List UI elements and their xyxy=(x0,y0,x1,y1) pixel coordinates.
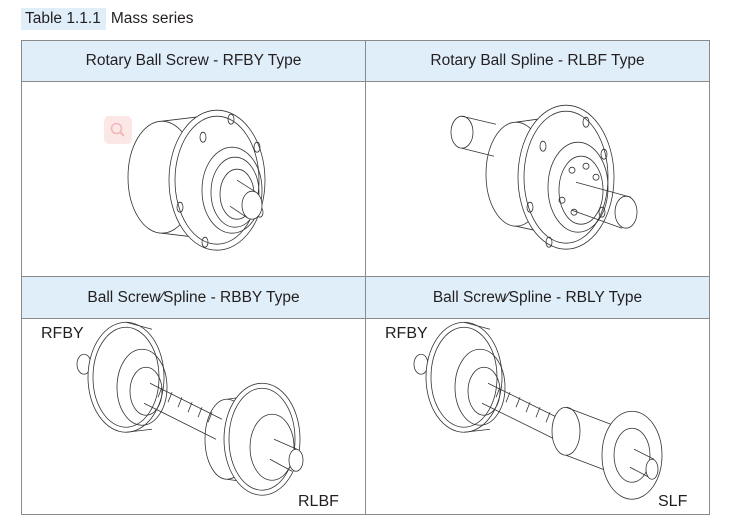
header-rfby: Rotary Ball Screw - RFBY Type xyxy=(21,39,366,83)
rfby-illustration xyxy=(127,109,266,251)
header-row: Rotary Ball Screw - RFBY Type Rotary Bal… xyxy=(21,39,710,83)
header-row: Ball Screw∕Spline - RBBY Type Ball Screw… xyxy=(21,276,710,319)
cell-rlbf xyxy=(365,81,710,278)
label-slf: SLF xyxy=(658,492,688,510)
cell-rbby: RFBY RLBF xyxy=(21,317,366,516)
magnifier-glyph xyxy=(110,122,125,137)
cell-rfby xyxy=(21,81,366,278)
image-row: RFBY RLBF xyxy=(21,317,710,516)
table-caption: Table 1.1.1 Mass series xyxy=(21,8,194,30)
label-rlbf: RLBF xyxy=(298,492,339,510)
mass-series-table: Rotary Ball Screw - RFBY Type Rotary Bal… xyxy=(21,39,710,516)
image-row xyxy=(21,81,710,278)
header-rbby: Ball Screw∕Spline - RBBY Type xyxy=(21,276,366,319)
header-rbly: Ball Screw∕Spline - RBLY Type xyxy=(365,276,710,319)
cell-rbly: RFBY SLF xyxy=(365,317,710,516)
rbby-illustration xyxy=(76,321,304,496)
label-rfby: RFBY xyxy=(385,324,428,342)
header-rlbf: Rotary Ball Spline - RLBF Type xyxy=(365,39,710,83)
search-icon[interactable] xyxy=(104,116,132,145)
label-rfby: RFBY xyxy=(41,324,84,342)
table-title: Mass series xyxy=(110,10,194,27)
rlbf-illustration xyxy=(450,104,638,250)
table-number: Table 1.1.1 xyxy=(21,8,106,30)
rbly-illustration xyxy=(413,321,663,500)
